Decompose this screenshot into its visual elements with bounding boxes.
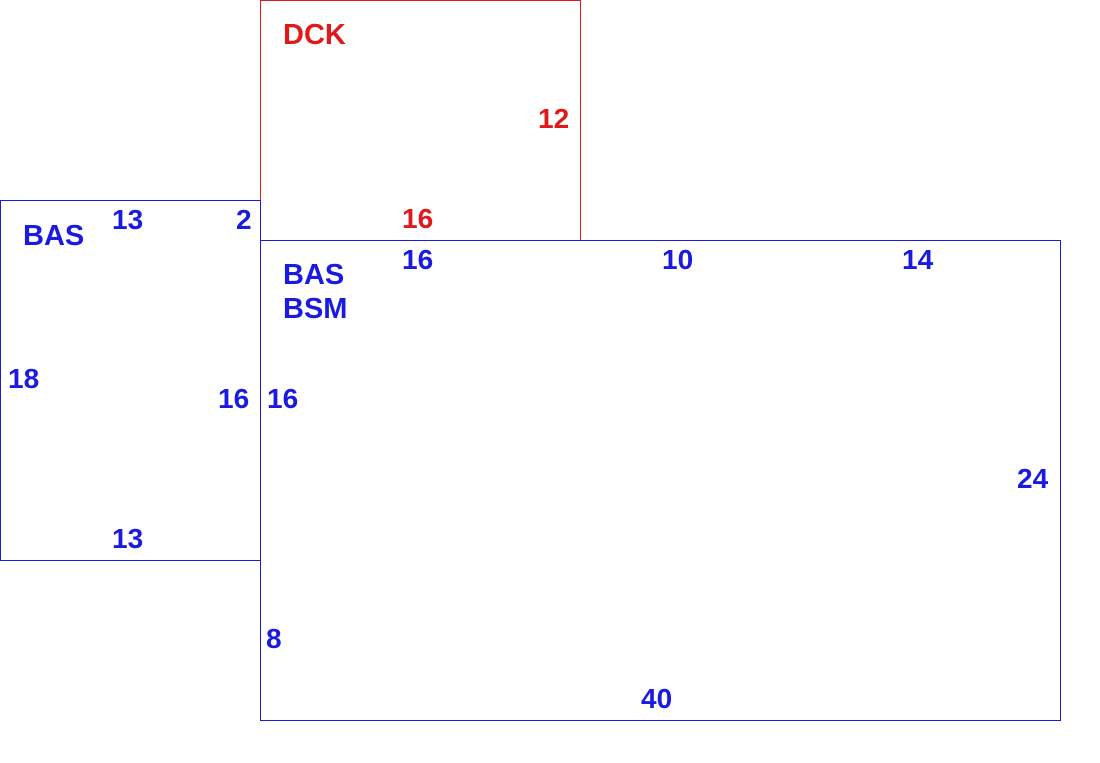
main-dim-bottom: 40 <box>641 683 673 714</box>
left-wing-dim-right: 16 <box>218 383 250 414</box>
left-wing-dim-top-right: 2 <box>236 204 252 235</box>
deck-dim-bottom: 16 <box>402 203 434 234</box>
left-wing-dim-bottom: 13 <box>112 523 144 554</box>
main-dim-top-seg3: 14 <box>902 244 934 275</box>
main-dim-top-seg1: 16 <box>402 244 434 275</box>
main-area-label-line1: BAS <box>283 259 345 291</box>
deck-label: DCK <box>283 19 346 51</box>
main-area-outline <box>260 240 1061 721</box>
main-dim-left-lower: 8 <box>266 623 282 654</box>
left-wing-dim-top: 13 <box>112 204 144 235</box>
main-dim-top-seg2: 10 <box>662 244 694 275</box>
left-wing-dim-left: 18 <box>8 363 40 394</box>
left-wing-label: BAS <box>23 220 85 252</box>
main-area-label-line2: BSM <box>283 293 348 325</box>
deck-dim-right: 12 <box>538 103 570 134</box>
main-dim-left-upper: 16 <box>267 383 299 414</box>
main-dim-right: 24 <box>1017 463 1049 494</box>
